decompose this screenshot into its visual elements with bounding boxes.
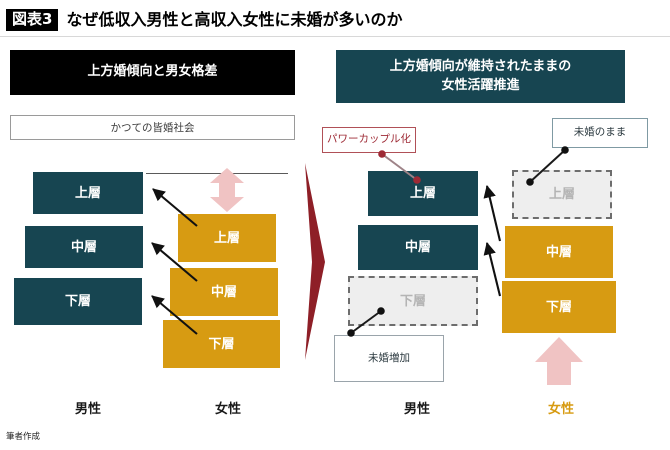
left-panel-subbanner: かつての皆婚社会 — [10, 115, 295, 140]
left-female-tier-upper: 上層 — [178, 214, 276, 262]
right-female-axis-label: 女性 — [547, 402, 574, 417]
right-female-tier-lower: 下層 — [502, 281, 616, 333]
right-female-tier-middle: 中層 — [505, 226, 613, 278]
figure-title-text: なぜ低収入男性と高収入女性に未婚が多いのか — [66, 10, 403, 30]
left-female-axis-label: 女性 — [214, 402, 241, 417]
center-transition-arrow-icon — [305, 163, 325, 360]
right-male-axis-label: 男性 — [403, 402, 430, 417]
left-male-axis-label: 男性 — [74, 402, 101, 417]
left-male-tier-lower: 下層 — [14, 278, 142, 325]
right-male-tier-middle: 中層 — [358, 225, 478, 270]
left-panel-banner: 上方婚傾向と男女格差 — [10, 50, 295, 95]
page-title: 図表3 なぜ低収入男性と高収入女性に未婚が多いのか — [6, 6, 664, 34]
callout-power-couple: パワーカップル化 — [322, 127, 416, 153]
right-female-tier-upper-ghost: 上層 — [512, 170, 612, 219]
left-male-tier-middle: 中層 — [25, 226, 143, 268]
right-panel-banner-line1: 上方婚傾向が維持されたままの — [389, 58, 572, 74]
right-male-tier-lower-ghost: 下層 — [348, 276, 478, 326]
figure-number-badge: 図表3 — [6, 8, 59, 32]
title-divider-rule — [0, 36, 670, 37]
right-panel-banner: 上方婚傾向が維持されたままの 女性活躍推進 — [336, 50, 625, 103]
right-male-tier-upper: 上層 — [368, 171, 478, 216]
left-male-tier-upper: 上層 — [33, 172, 143, 214]
left-female-tier-lower: 下層 — [163, 320, 280, 368]
left-female-tier-middle: 中層 — [170, 268, 278, 316]
right-panel-banner-line2: 女性活躍推進 — [441, 77, 520, 93]
callout-unmarried-stay: 未婚のまま — [552, 118, 648, 148]
source-note: 筆者作成 — [6, 432, 41, 442]
right-upward-marriage-arrows — [483, 184, 502, 297]
left-pink-double-arrow-icon — [210, 168, 244, 212]
left-panel-ceiling-rule — [146, 173, 288, 174]
right-pink-up-arrow-icon — [535, 337, 583, 385]
callout-unmarried-increase: 未婚増加 — [334, 335, 444, 382]
